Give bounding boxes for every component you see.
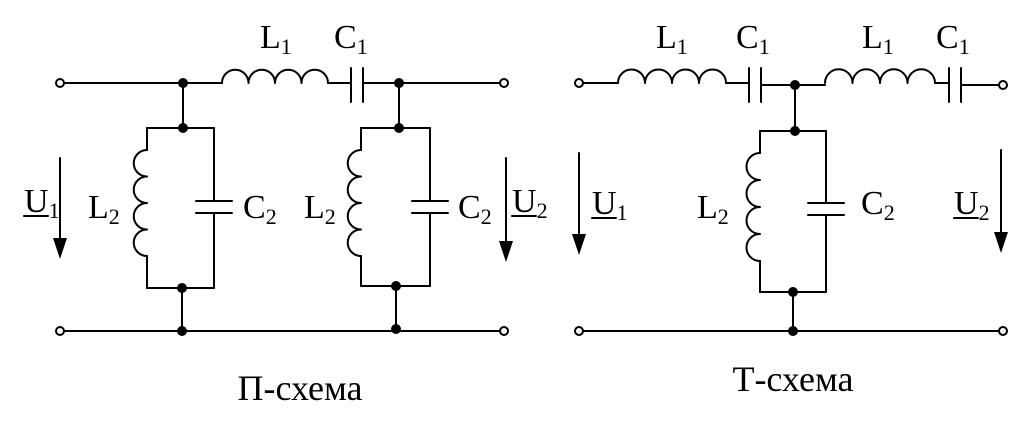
t-input-voltage-label: U1 [592,185,628,225]
pi-junction-dot [391,281,401,291]
pi-output-voltage-arrowhead [499,241,513,262]
t-output-terminal-bottom [998,326,1008,336]
t-junction-dot [788,326,798,336]
pi-input-terminal-top [55,78,65,88]
pi-right-shunt-capacitor-label: C2 [458,189,492,229]
t-shunt-inductor-label: L2 [697,189,729,229]
t-output-voltage-arrowhead [994,232,1008,253]
pi-junction-dot [391,324,401,334]
pi-series-capacitor-label: C1 [334,19,368,59]
t-right-series-inductor [824,68,936,84]
pi-left-shunt-capacitor-label: C2 [243,189,277,229]
pi-right-shunt-inductor [346,149,362,257]
t-output-terminal-top [998,80,1008,90]
t-output-voltage-label: U2 [954,185,990,225]
pi-right-shunt-branch [346,82,449,332]
t-left-series-inductor-label: L1 [656,19,688,59]
t-right-series-capacitor-label: C1 [936,19,970,59]
t-input-terminal-top [574,78,584,88]
pi-circuit-caption: П-схема [237,368,362,408]
pi-output-terminal-top [499,78,509,88]
pi-junction-dot [177,326,187,336]
pi-input-terminal-bottom [55,326,65,336]
pi-series-inductor [221,68,329,84]
t-junction-dot [790,126,800,136]
pi-left-shunt-inductor-label: L2 [88,189,120,229]
t-input-terminal-bottom [574,326,584,336]
t-junction-dot [790,80,800,90]
pi-series-inductor-label: L1 [260,19,292,59]
t-shunt-capacitor-label: C2 [861,185,895,225]
t-circuit: L1 C1 L1 C1 L2 C2 U1 U2 Т-схема [572,19,1008,399]
pi-left-shunt-inductor [132,149,148,257]
pi-input-voltage-label: U1 [24,183,60,223]
pi-output-voltage-label: U2 [512,183,548,223]
t-right-series-inductor-label: L1 [862,19,894,59]
t-shunt-inductor [745,152,761,262]
pi-junction-dot [394,78,404,88]
pi-junction-dot [178,78,188,88]
t-left-series-inductor [617,68,727,84]
pi-junction-dot [394,123,404,133]
t-input-voltage-arrowhead [572,234,586,255]
t-left-series-capacitor-label: C1 [736,19,770,59]
t-circuit-caption: Т-схема [732,359,853,399]
pi-circuit: L1 C1 L2 C2 L2 C2 U1 U2 П-схема [23,19,548,408]
pi-junction-dot [178,123,188,133]
pi-output-terminal-bottom [499,326,509,336]
pi-right-shunt-inductor-label: L2 [304,189,336,229]
pi-junction-dot [177,283,187,293]
pi-input-voltage-arrowhead [53,238,67,259]
t-junction-dot [788,287,798,297]
pi-left-shunt-branch [132,82,233,332]
